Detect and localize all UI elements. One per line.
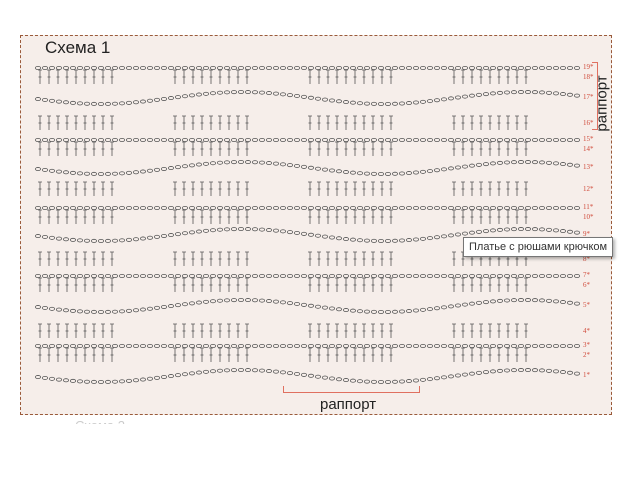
next-chart-title: Схема 2 — [75, 418, 125, 424]
row-number: 14* — [583, 145, 594, 153]
stitch-diagram — [35, 65, 581, 384]
row-number: 16* — [583, 119, 594, 127]
row-number: 8* — [583, 255, 590, 263]
row-number: 11* — [583, 203, 594, 211]
row-number: 1* — [583, 371, 590, 379]
row-number: 19* — [583, 63, 594, 71]
tooltip: Платье с рюшами крючком — [463, 237, 614, 257]
stitches — [35, 65, 581, 384]
row-number: 4* — [583, 327, 590, 335]
row-number: 15* — [583, 135, 594, 143]
row-number: 10* — [583, 213, 594, 221]
row-number: 2* — [583, 351, 590, 359]
row-number: 9* — [583, 230, 590, 238]
row-number: 13* — [583, 163, 594, 171]
row-number: 7* — [583, 271, 590, 279]
row-number: 12* — [583, 185, 594, 193]
rapport-label-bottom: раппорт — [320, 396, 377, 413]
rapport-bracket-right — [592, 62, 598, 130]
row-number: 6* — [583, 281, 590, 289]
row-number: 18* — [583, 73, 594, 81]
row-number: 3* — [583, 341, 590, 349]
crochet-chart-image — [20, 35, 612, 415]
row-number: 5* — [583, 301, 590, 309]
chart-title: Схема 1 — [45, 38, 111, 57]
rapport-label-right: раппорт — [593, 75, 611, 132]
rapport-bracket-bottom — [283, 386, 420, 393]
row-number: 17* — [583, 93, 594, 101]
